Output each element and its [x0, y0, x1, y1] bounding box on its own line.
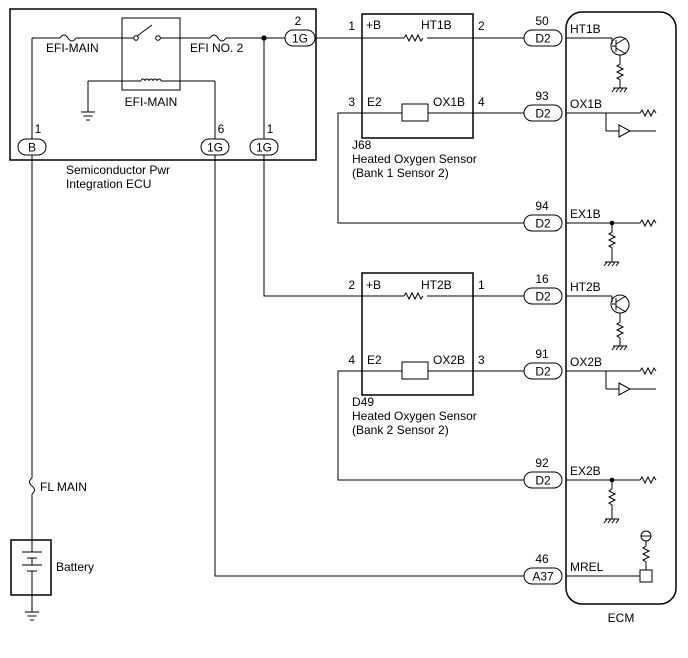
ecm-pin-name: OX2B — [570, 355, 602, 369]
sensor1-pin-e2: E2 — [367, 95, 382, 109]
ecm-pin-number: 16 — [535, 272, 549, 286]
ecm-transistor-ht2b-icon — [566, 294, 630, 351]
ecm-pin-name: HT1B — [570, 22, 601, 36]
sensor2-pin-ox: OX2B — [433, 353, 465, 367]
ecm-connector — [523, 214, 563, 232]
fuse-fl-main-icon — [29, 477, 35, 495]
ecu-name-line2: Integration ECU — [66, 177, 151, 191]
ecm-connector — [523, 287, 563, 305]
ecu-connector-b-label: B — [28, 141, 36, 155]
sensor1-pin-ox-num: 4 — [478, 95, 485, 109]
sensor2-pin-e2-num: 4 — [348, 353, 355, 367]
sensor1-pin-ox: OX1B — [433, 95, 465, 109]
ecm-pin-number: 92 — [535, 456, 549, 470]
sensor1-id: J68 — [352, 138, 372, 152]
ecu-connector-1g-1-label: 1G — [256, 141, 272, 155]
ecm-ox2b-input-icon — [566, 366, 657, 396]
ecm-box — [565, 11, 677, 605]
battery-icon — [22, 540, 42, 595]
ecu-pin-1-num: 1 — [267, 122, 274, 136]
ecu-name-line1: Semiconductor Pwr — [66, 163, 170, 177]
sensor1-pin-e2-num: 3 — [348, 95, 355, 109]
ecm-pin-number: 46 — [535, 552, 549, 566]
ecm-pin-name: EX1B — [570, 207, 601, 221]
relay-switch-icon — [122, 24, 180, 41]
ecu-pin-6-num: 6 — [218, 122, 225, 136]
sensor1-pin-ht: HT1B — [421, 18, 452, 32]
relay-coil-icon — [140, 78, 162, 82]
ecu-box — [9, 8, 317, 161]
ecm-connector-label: D2 — [535, 107, 551, 121]
sensor2-element-icon — [401, 361, 429, 380]
sensor2-pin-b-num: 2 — [348, 278, 355, 292]
sensor2-id: D49 — [352, 395, 374, 409]
fuse-efi-no2-icon — [209, 34, 227, 42]
battery-label: Battery — [56, 560, 94, 574]
sensor2-pin-ox-num: 3 — [478, 353, 485, 367]
fl-main-label: FL MAIN — [40, 480, 87, 494]
ecm-connector — [523, 362, 563, 380]
sensor1-name-line1: Heated Oxygen Sensor — [352, 152, 477, 166]
ecm-connector-label: D2 — [535, 32, 551, 46]
sensor2-name-line2: (Bank 2 Sensor 2) — [352, 423, 449, 437]
ecm-pin-name: MREL — [570, 560, 604, 574]
battery-box — [10, 539, 52, 596]
sensor2-heater-icon — [403, 291, 424, 301]
ecm-connector-label: A37 — [532, 570, 554, 584]
fuse-efi-main-label: EFI-MAIN — [46, 41, 99, 55]
ecm-connector — [523, 29, 563, 47]
ground-icon — [81, 111, 95, 121]
battery-ground-icon — [25, 611, 39, 621]
ecm-connector-label: D2 — [535, 474, 551, 488]
ecm-connector — [523, 567, 563, 585]
relay-box — [121, 17, 181, 91]
ecm-label: ECM — [608, 611, 635, 625]
ecm-connector-label: D2 — [535, 217, 551, 231]
ecm-connector-label: D2 — [535, 290, 551, 304]
ecm-pin-name: EX2B — [570, 464, 601, 478]
ecm-ox1b-input-icon — [566, 108, 657, 138]
sensor2-pin-e2: E2 — [367, 353, 382, 367]
ecm-pin-number: 93 — [535, 89, 549, 103]
ecu-pin-b-num: 1 — [35, 122, 42, 136]
ecm-pin-list: 50D2HT1B93D2OX1B94D2EX1B16D2HT2B91D2OX2B… — [523, 14, 604, 585]
ecu-pin-2-num: 2 — [295, 14, 302, 28]
ecm-pin-number: 94 — [535, 199, 549, 213]
ecu-connector-1g-6-label: 1G — [207, 141, 223, 155]
ecu-connector-1g-2-label: 1G — [292, 32, 308, 46]
ecm-ex2b-ground-icon — [566, 475, 657, 524]
sensor1-name-line2: (Bank 1 Sensor 2) — [352, 166, 449, 180]
ecm-connector — [523, 471, 563, 489]
sensor1-element-icon — [401, 103, 429, 122]
ecm-pin-name: HT2B — [570, 280, 601, 294]
ecm-connector-label: D2 — [535, 365, 551, 379]
ecm-connector — [523, 104, 563, 122]
sensor1-heater-icon — [403, 33, 424, 43]
sensor2-name-line1: Heated Oxygen Sensor — [352, 409, 477, 423]
sensor2-pin-ht-num: 1 — [478, 278, 485, 292]
sensor1-pin-b-num: 1 — [348, 19, 355, 33]
fuse-efi-main-icon — [59, 34, 77, 42]
relay-label: EFI-MAIN — [125, 95, 178, 109]
ecm-pin-name: OX1B — [570, 97, 602, 111]
sensor2-pin-b: +B — [366, 278, 381, 292]
sensor1-box — [361, 13, 474, 139]
sensor1-pin-b: +B — [366, 18, 381, 32]
ecm-pin-number: 91 — [535, 347, 549, 361]
ecm-pin-number: 50 — [535, 14, 549, 28]
fuse-efi-no2-label: EFI NO. 2 — [190, 41, 244, 55]
sensor2-box — [361, 272, 474, 396]
ecm-mrel-icon — [566, 530, 653, 583]
sensor1-pin-ht-num: 2 — [478, 19, 485, 33]
ecm-transistor-ht1b-icon — [566, 36, 630, 93]
ecm-ex1b-ground-icon — [566, 218, 657, 267]
sensor2-pin-ht: HT2B — [421, 278, 452, 292]
